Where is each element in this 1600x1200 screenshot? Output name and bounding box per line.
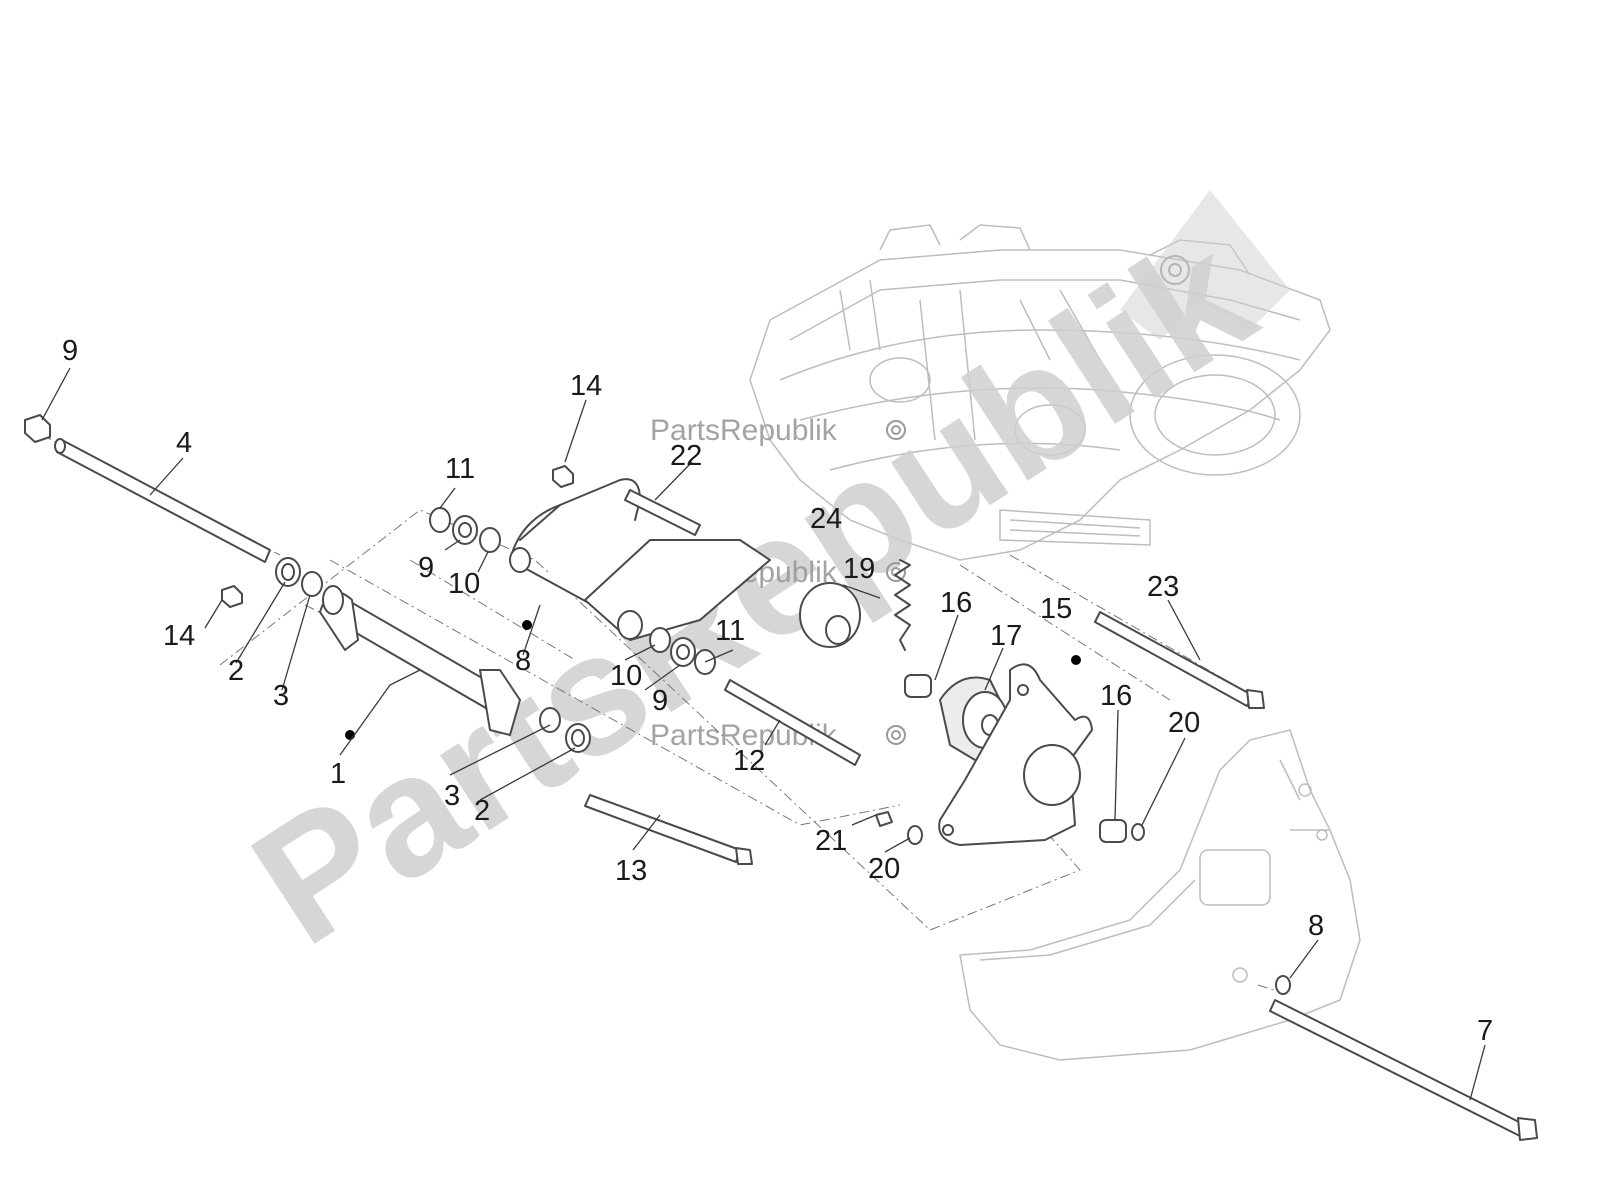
- callout-24: 24: [810, 503, 842, 535]
- part-19-circlip: [1131, 823, 1145, 841]
- part-21-screw: [875, 811, 893, 827]
- part-3-bush: [301, 571, 323, 597]
- reference-dots: [345, 620, 1081, 740]
- callout-6: 8: [1308, 910, 1324, 942]
- part-14-nut-top: [552, 465, 574, 488]
- part-11-bush: [429, 507, 451, 533]
- callout-2: 2: [228, 655, 244, 687]
- callout-10b: 10: [610, 660, 642, 692]
- callout-14b: 14: [163, 620, 195, 652]
- part-23-bolt: [1094, 611, 1253, 707]
- part-12-pin: [724, 679, 861, 766]
- callout-16b: 16: [1100, 680, 1132, 712]
- part-24-mount: [799, 582, 861, 648]
- part-8-link: [509, 478, 771, 641]
- part-15-bracket: [938, 663, 1093, 846]
- callout-8: 8: [515, 645, 531, 677]
- part-7-nut: [24, 414, 51, 443]
- part-10-bush: [479, 527, 501, 553]
- callout-23: 23: [1147, 571, 1179, 603]
- callout-1: 1: [330, 758, 346, 790]
- callout-9b: 9: [652, 685, 668, 717]
- part-14-nut: [221, 585, 243, 608]
- callout-2b: 2: [474, 795, 490, 827]
- callout-15: 15: [1040, 593, 1072, 625]
- part-10-bush-b: [649, 627, 671, 653]
- leader-lines: [41, 367, 1486, 1101]
- callout-11b: 11: [715, 615, 745, 647]
- callout-20: 20: [868, 853, 900, 885]
- part-13-bolt: [584, 794, 741, 863]
- callout-13: 13: [615, 855, 647, 887]
- callout-10: 10: [448, 568, 480, 600]
- part-6-washer: [1275, 975, 1291, 995]
- watermark-text-1: PartsRepublik: [650, 414, 838, 447]
- callouts: 9 4 14 14 2 3 11 9 10 22 8 10 9 11 12 1 …: [62, 335, 1493, 1047]
- callout-14: 14: [570, 370, 602, 402]
- part-1-swing-arm: [319, 585, 521, 736]
- frame-ghost: [959, 729, 1361, 1061]
- callout-9: 9: [418, 552, 434, 584]
- parts: [24, 414, 1538, 1141]
- engine-ghost: [749, 224, 1331, 561]
- callout-21: 21: [815, 825, 847, 857]
- callout-7: 9: [62, 335, 78, 367]
- part-20-washer: [907, 825, 923, 845]
- part-16-bush-b: [1099, 819, 1127, 843]
- part-18-spring: [894, 559, 911, 651]
- callout-12: 12: [733, 745, 765, 777]
- callout-11: 11: [445, 453, 475, 485]
- callout-22: 22: [670, 440, 702, 472]
- callout-4: 4: [176, 427, 192, 459]
- part-16-bush: [904, 674, 932, 698]
- callout-17: 17: [990, 620, 1022, 652]
- part-22-pin: [624, 489, 701, 536]
- callout-3b: 3: [444, 780, 460, 812]
- callout-16: 16: [940, 587, 972, 619]
- callout-5: 7: [1477, 1015, 1493, 1047]
- callout-18: 19: [843, 553, 875, 585]
- part-3-bush-b: [539, 707, 561, 733]
- watermark-flag: [1120, 190, 1290, 340]
- watermark: PartsRepublik PartsRepublik PartsRepubli…: [222, 190, 1290, 981]
- callout-19: 20: [1168, 707, 1200, 739]
- callout-3: 3: [273, 680, 289, 712]
- part-4-shaft: [56, 439, 271, 563]
